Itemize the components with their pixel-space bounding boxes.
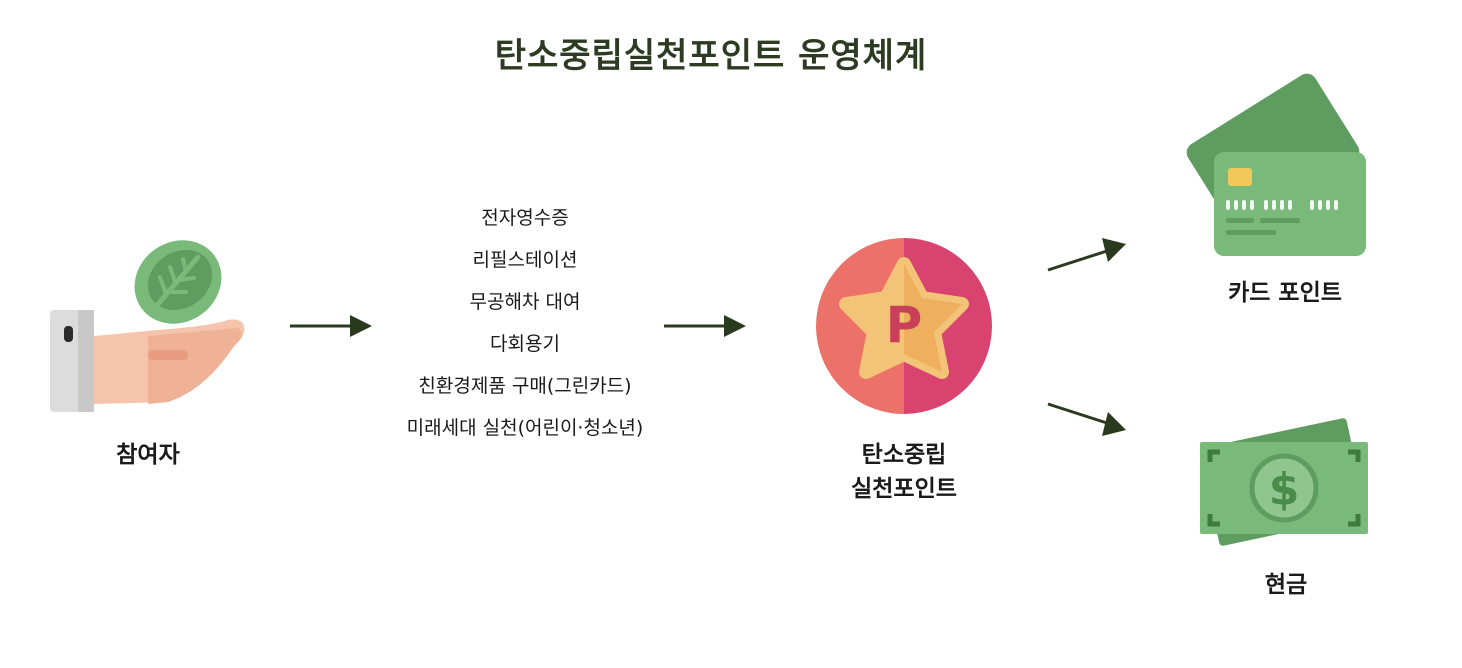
activity-item: 전자영수증 — [481, 207, 569, 229]
activity-item: 다회용기 — [490, 333, 560, 355]
cash-symbol: $ — [1269, 464, 1300, 515]
arrow-down-right-icon — [1047, 402, 1126, 436]
point-label-line2: 실천포인트 — [851, 476, 957, 502]
arrow-up-right-icon — [1047, 238, 1126, 272]
activity-item: 리필스테이션 — [472, 249, 578, 271]
activity-item: 미래세대 실천(어린이·청소년) — [406, 417, 644, 439]
participant-label: 참여자 — [116, 442, 180, 468]
page-title: 탄소중립실천포인트 운영체계 — [494, 36, 928, 76]
cash-label: 현금 — [1264, 572, 1308, 598]
point-label-line1: 탄소중립 — [861, 442, 947, 468]
activity-list: 전자영수증 리필스테이션 무공해차 대여 다회용기 친환경제품 구매(그린카드)… — [370, 201, 680, 453]
credit-card-icon — [1186, 73, 1366, 256]
arrow-right-icon — [290, 315, 372, 337]
badge-letter: P — [886, 296, 923, 354]
activity-item: 친환경제품 구매(그린카드) — [418, 375, 632, 397]
banknote-icon: $ — [1199, 418, 1368, 546]
hand-leaf-icon — [50, 240, 245, 412]
point-label: 탄소중립 실천포인트 — [824, 438, 984, 506]
arrow-right-icon — [664, 315, 746, 337]
star-badge-icon: P — [816, 238, 992, 414]
activity-item: 무공해차 대여 — [469, 291, 581, 313]
card-point-label: 카드 포인트 — [1228, 280, 1342, 306]
